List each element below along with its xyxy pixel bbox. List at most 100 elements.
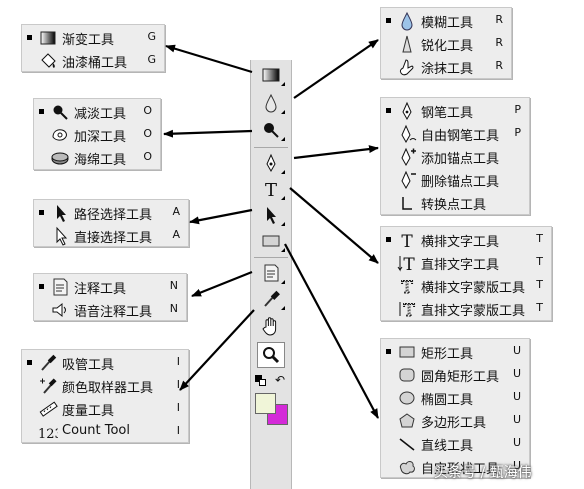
foreground-color-swatch[interactable] [255, 393, 276, 414]
path-selection-tool[interactable] [257, 202, 285, 228]
flyout-item-label: 锐化工具 [421, 39, 474, 54]
default-colors-icon[interactable] [255, 375, 267, 387]
rectangle-icon [262, 235, 280, 247]
dodge-icon [50, 102, 70, 122]
sponge-icon [50, 148, 70, 168]
notes-icon [264, 264, 279, 282]
notes-icon [50, 277, 70, 297]
flyout-item-sharpen[interactable]: 锐化工具 R [381, 32, 511, 55]
swap-colors-icon[interactable]: ↶ [275, 373, 286, 387]
shortcut-key: I [176, 378, 180, 391]
hand-tool[interactable] [257, 313, 285, 339]
rectangle-icon [397, 342, 417, 362]
shortcut-key: U [512, 436, 521, 449]
dodge-tool[interactable] [257, 117, 285, 143]
flyout-item-rounded-rectangle[interactable]: 圆角矩形工具 U [381, 363, 529, 386]
shortcut-key: R [495, 13, 503, 26]
flyout-item-label: 横排文字蒙版工具 [421, 281, 526, 296]
flyout-item-sponge[interactable]: 海绵工具 O [34, 146, 160, 169]
shortcut-key: A [172, 205, 180, 218]
active-tool-marker [386, 349, 391, 354]
watermark: 头条号 / 甄海伟 [434, 465, 532, 481]
shortcut-key: P [514, 126, 521, 139]
blur-icon [397, 11, 417, 31]
rectangle-tool[interactable] [257, 228, 285, 254]
arrow-to-selection-flyout [189, 208, 253, 225]
active-tool-marker [39, 284, 44, 289]
flyout-item-freeform-pen[interactable]: 自由钢笔工具 P [381, 122, 529, 145]
active-tool-marker [27, 35, 32, 40]
zoom-tool[interactable] [257, 342, 285, 368]
flyout-item-label: Count Tool [62, 423, 130, 438]
flyout-item-label: 海绵工具 [74, 153, 127, 168]
arrow-to-shape-flyout [284, 243, 379, 419]
shortcut-key: R [495, 59, 503, 72]
active-tool-marker [39, 109, 44, 114]
active-tool-marker [39, 210, 44, 215]
shortcut-key: R [495, 36, 503, 49]
gradient-tool[interactable] [257, 62, 285, 88]
flyout-item-label: 钢笔工具 [421, 106, 474, 121]
ellipse-icon [397, 388, 417, 408]
zoom-icon [263, 347, 280, 364]
dodge-icon [264, 123, 279, 138]
flyout-item-label: 度量工具 [62, 404, 115, 419]
flyout-item-label: 直排文字蒙版工具 [421, 304, 526, 319]
gradient-icon [38, 28, 58, 48]
flyout-item-delete-anchor[interactable]: 删除锚点工具 [381, 168, 529, 191]
shortcut-key: N [169, 302, 178, 315]
shortcut-key: O [143, 150, 152, 163]
flyout-item-add-anchor[interactable]: 添加锚点工具 [381, 145, 529, 168]
shortcut-key: I [176, 355, 180, 368]
shortcut-key: U [512, 413, 521, 426]
vertical-type-mask-icon: T [397, 299, 417, 319]
add-anchor-icon [397, 147, 417, 167]
flyout-item-label: 自由钢笔工具 [421, 129, 500, 144]
arrow-to-notes-flyout [191, 270, 253, 298]
type-tool[interactable]: T [257, 176, 285, 202]
blur-tool[interactable] [257, 90, 285, 116]
flyout-item-label: 删除锚点工具 [421, 175, 500, 190]
shortcut-key: U [512, 367, 521, 380]
flyout-item-convert-point[interactable]: 转换点工具 [381, 191, 529, 214]
flyout-item-label: 圆角矩形工具 [421, 370, 500, 385]
arrow-to-gradient-flyout [165, 44, 253, 74]
shortcut-key: O [143, 104, 152, 117]
line-icon [397, 434, 417, 454]
active-tool-marker [386, 18, 391, 23]
active-tool-marker [27, 360, 32, 365]
pen-tool[interactable] [257, 150, 285, 176]
notes-tool[interactable] [257, 260, 285, 286]
eyedropper-tool[interactable] [257, 286, 285, 312]
polygon-icon [397, 411, 417, 431]
pen-icon [266, 153, 276, 173]
vertical-type-icon: T [397, 253, 417, 273]
